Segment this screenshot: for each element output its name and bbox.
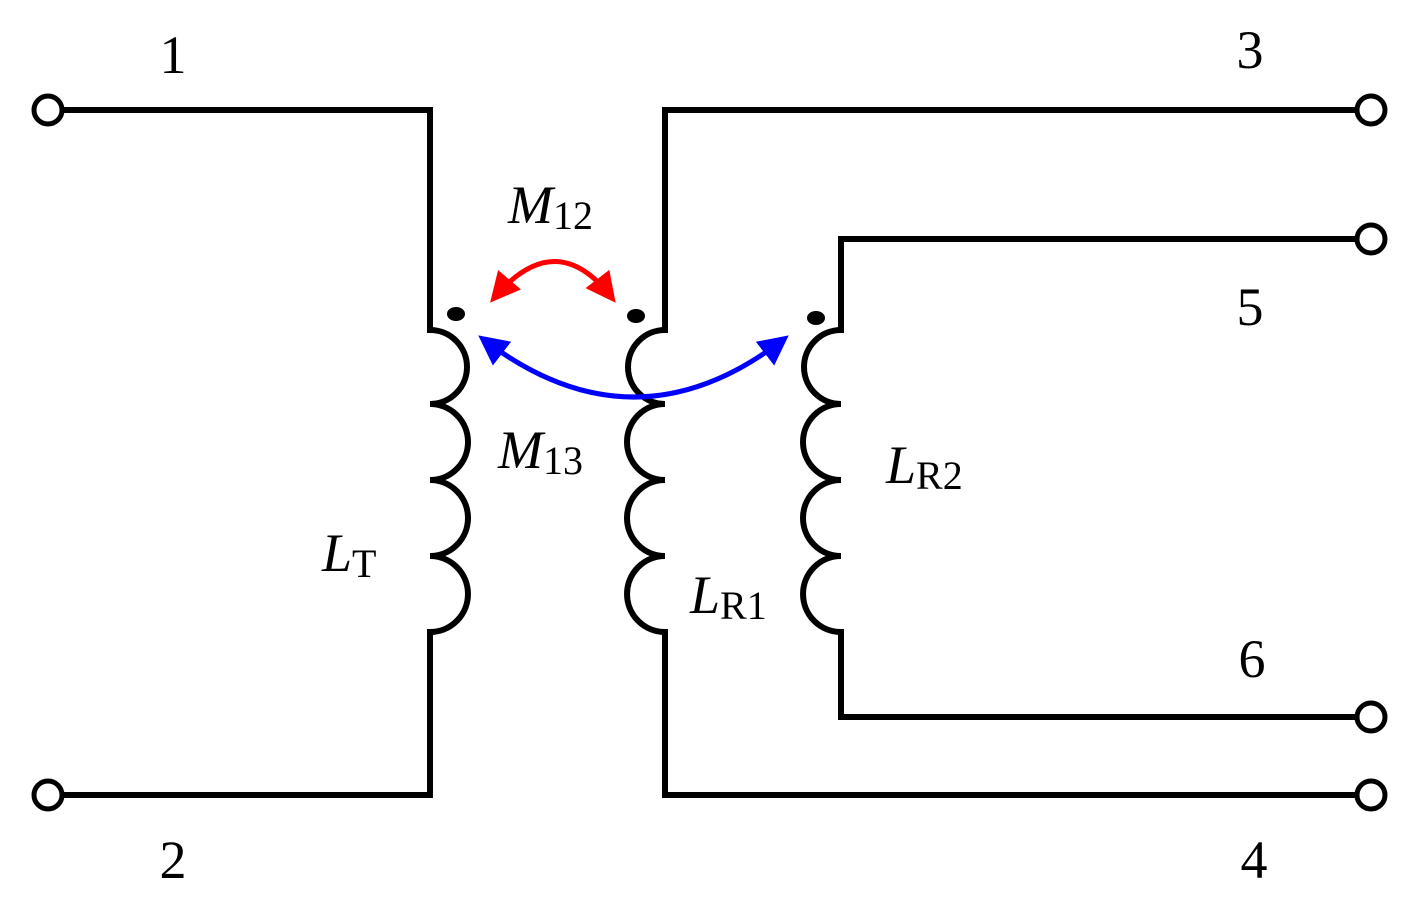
- receiver-2-circuit: [800, 236, 1360, 720]
- wire-terminal-5: [838, 236, 1360, 333]
- terminal-3-node: [1354, 93, 1388, 127]
- terminal-2-label: 2: [160, 830, 187, 890]
- wire-terminal-1: [59, 107, 433, 333]
- inductor-lt-label: LT: [321, 523, 376, 586]
- inductor-lr1-coil: [624, 327, 666, 635]
- lr2-symbol: L: [885, 435, 916, 495]
- terminal-3-label: 3: [1237, 20, 1264, 80]
- lr1-subscript: R1: [720, 583, 767, 628]
- inductor-lt-coil: [429, 327, 471, 635]
- inductor-lr2-coil: [800, 327, 842, 635]
- m13-arrow: [478, 335, 789, 400]
- m13-subscript: 13: [543, 438, 583, 483]
- dot-marker-lr1: [627, 309, 645, 323]
- m12-symbol: M: [507, 175, 556, 235]
- terminal-4-label: 4: [1241, 830, 1268, 890]
- m13-label: M13: [497, 420, 583, 483]
- lt-subscript: T: [352, 541, 376, 586]
- inductor-lr2-label: LR2: [885, 435, 963, 498]
- wire-terminal-2: [59, 629, 433, 798]
- m12-label: M12: [507, 175, 593, 238]
- m12-arrow: [490, 259, 616, 303]
- terminal-5-label: 5: [1237, 277, 1264, 337]
- receiver-1-circuit: [624, 107, 1360, 798]
- terminals: [31, 93, 1388, 812]
- dot-marker-lt: [447, 307, 465, 321]
- terminal-2-node: [31, 778, 65, 812]
- transmitter-circuit: [59, 107, 471, 798]
- terminal-1-label: 1: [160, 25, 187, 85]
- lr1-symbol: L: [689, 565, 720, 625]
- dot-marker-lr2: [807, 311, 825, 325]
- lr2-subscript: R2: [916, 453, 963, 498]
- wire-terminal-3: [662, 107, 1360, 333]
- terminal-5-node: [1354, 222, 1388, 256]
- wire-terminal-6: [838, 629, 1360, 720]
- inductor-lr1-label: LR1: [689, 565, 767, 628]
- lt-symbol: L: [321, 523, 352, 583]
- terminal-6-node: [1354, 700, 1388, 734]
- terminal-1-node: [31, 93, 65, 127]
- terminal-6-label: 6: [1239, 629, 1266, 689]
- terminal-4-node: [1354, 778, 1388, 812]
- wire-terminal-4: [662, 629, 1360, 798]
- m13-symbol: M: [497, 420, 546, 480]
- m12-subscript: 12: [553, 193, 593, 238]
